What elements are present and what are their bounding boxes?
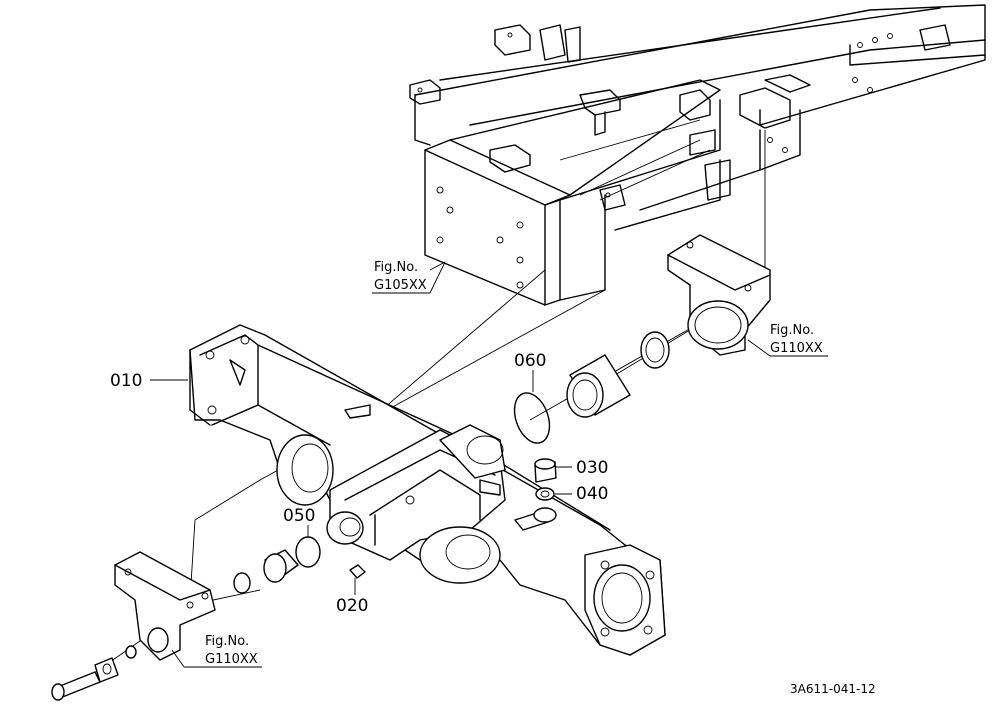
fig-ref-g110xx-left: Fig.No. G110XX [171, 634, 262, 668]
fig-ref-line1: Fig.No. [374, 260, 418, 275]
frame-assembly [409, 4, 986, 306]
fig-ref-g110xx-right: Fig.No. G110XX [747, 323, 828, 357]
fig-ref-g105xx: Fig.No. G105XX [372, 260, 446, 294]
label-leaders [150, 370, 572, 595]
part-number-060: 060 [514, 351, 546, 371]
part-number-030: 030 [576, 458, 608, 478]
part-number-040: 040 [576, 484, 608, 504]
fig-ref-line2: G110XX [205, 652, 258, 667]
left-support-bracket [114, 551, 216, 661]
drawing-code: 3A611-041-12 [790, 682, 876, 696]
fig-ref-line2: G105XX [374, 278, 427, 293]
fig-ref-line2: G110XX [770, 341, 823, 356]
loose-parts [51, 331, 670, 701]
fig-ref-line1: Fig.No. [770, 323, 814, 338]
part-number-050: 050 [283, 506, 315, 526]
fig-ref-line1: Fig.No. [205, 634, 249, 649]
axle-housing [189, 324, 666, 656]
part-number-020: 020 [336, 596, 368, 616]
part-number-010: 010 [110, 371, 142, 391]
right-support-bracket [667, 234, 771, 356]
